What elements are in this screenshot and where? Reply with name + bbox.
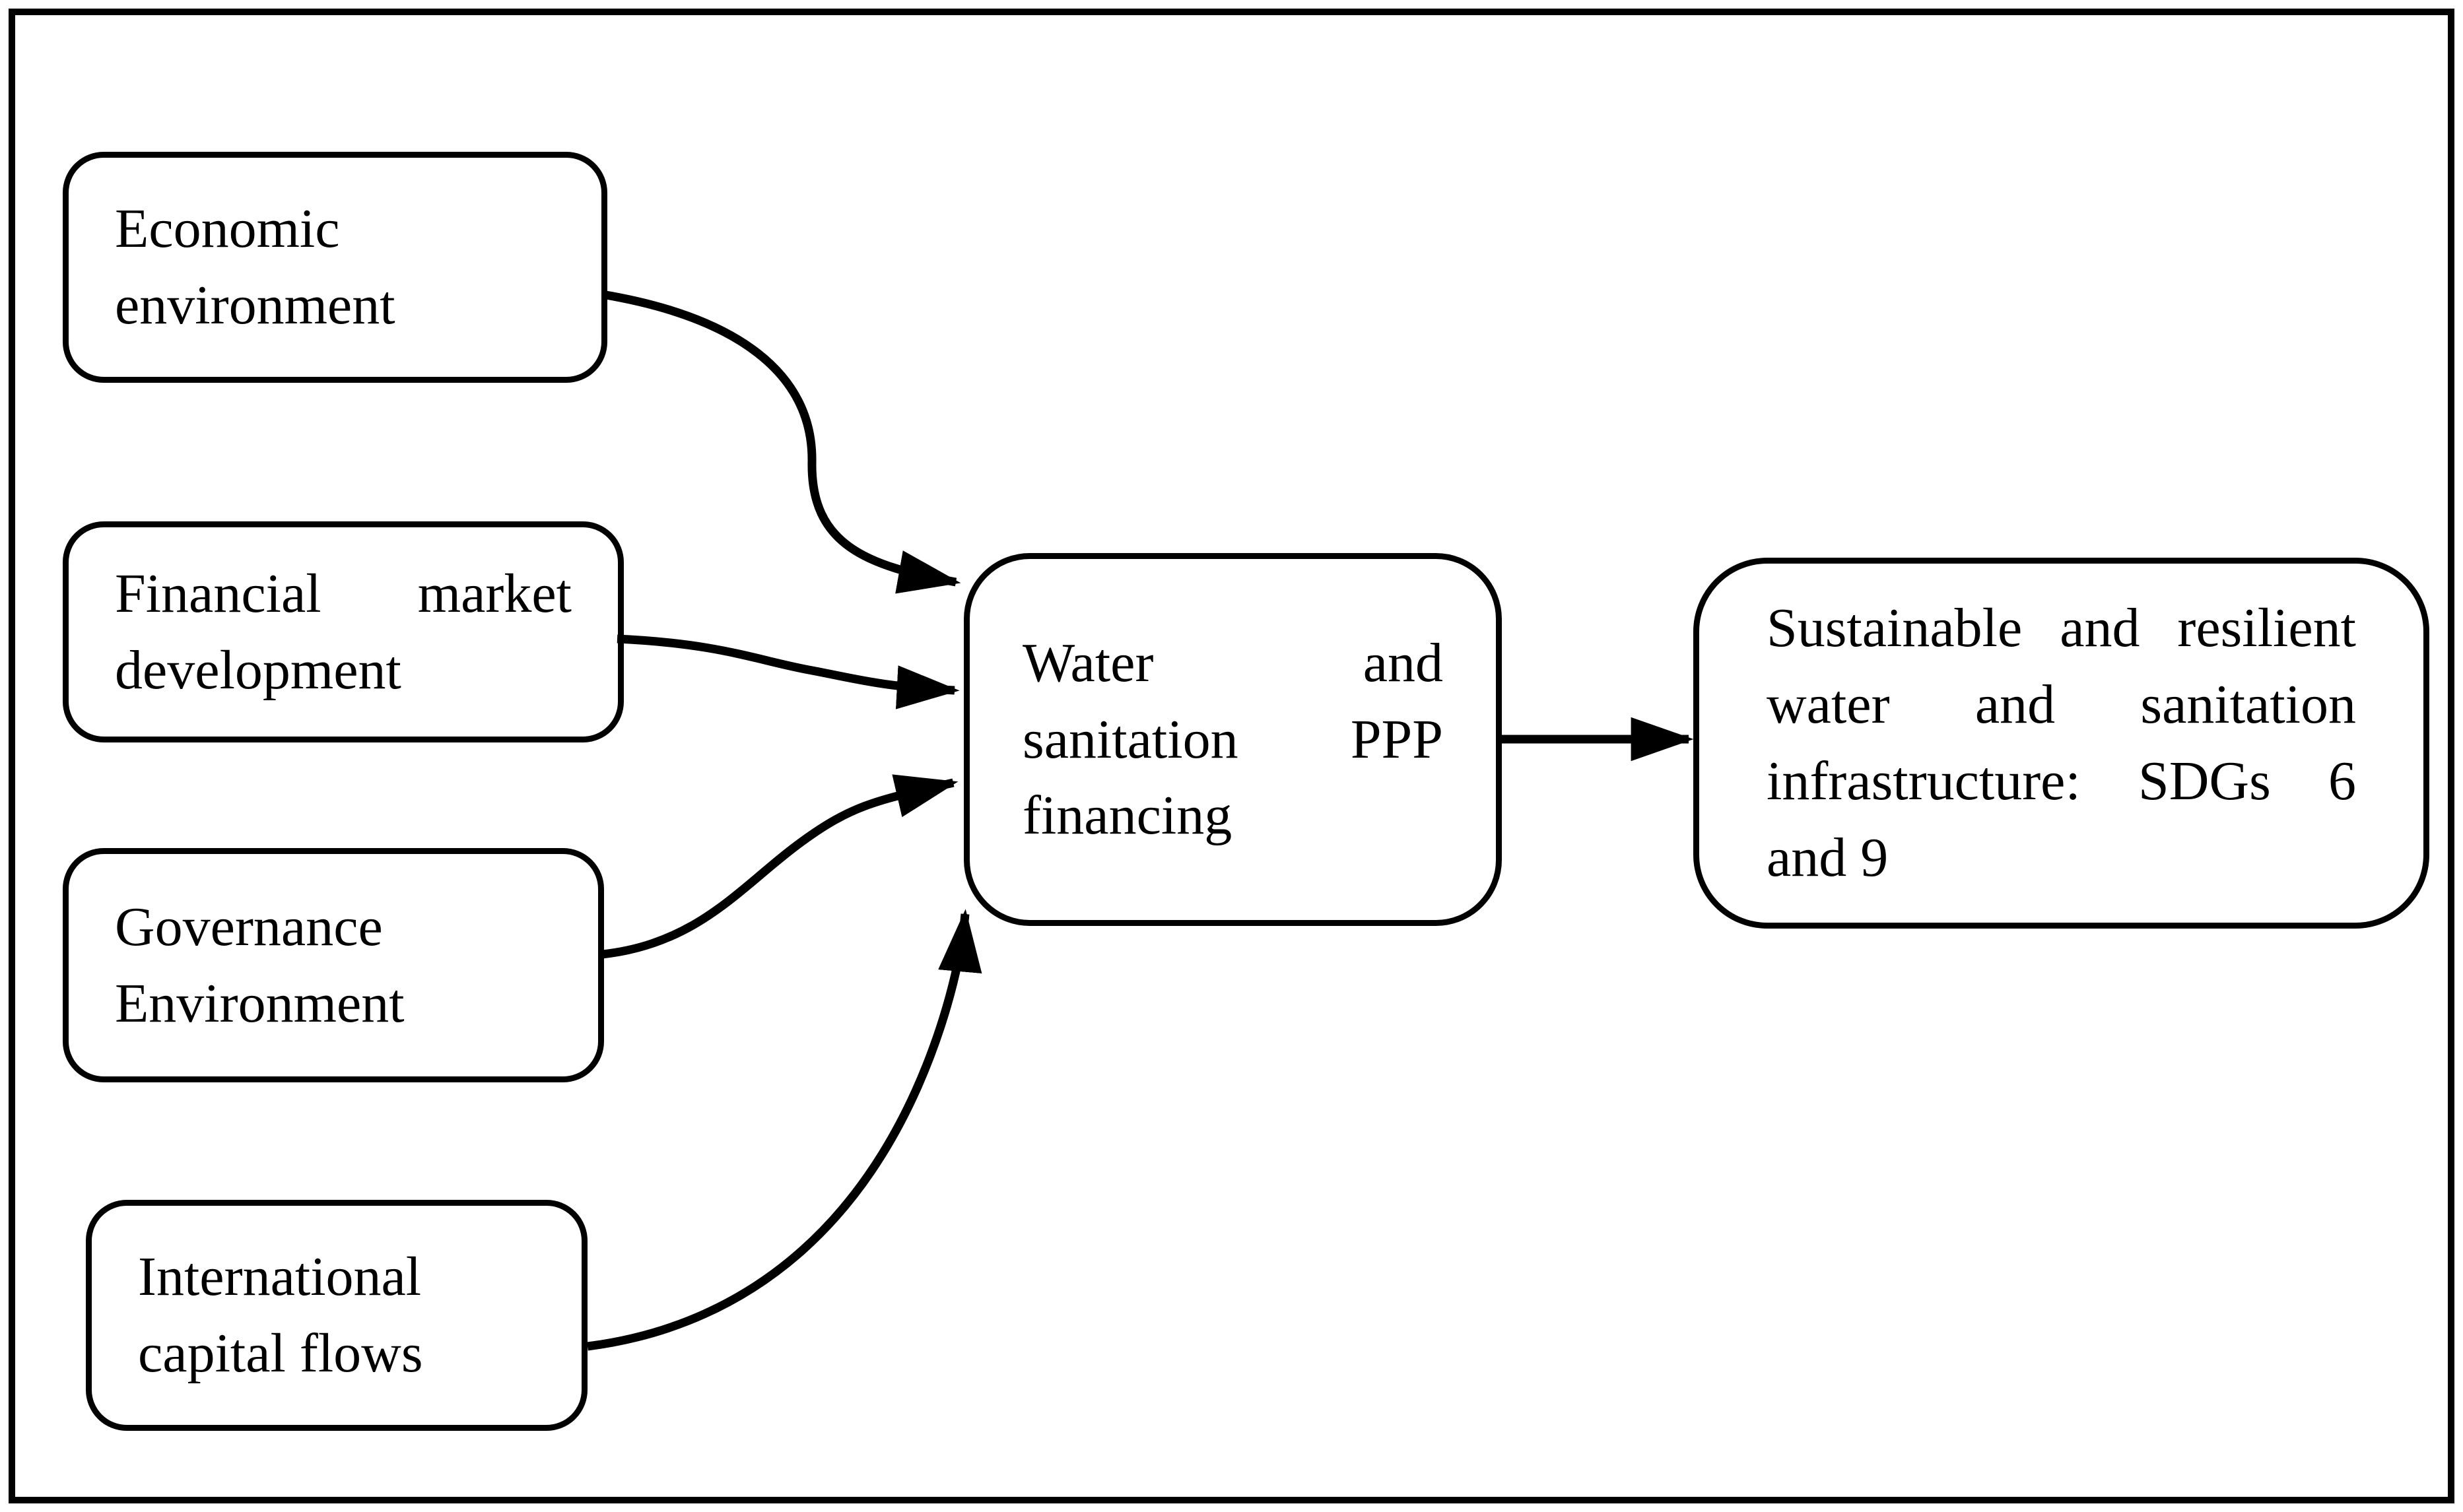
box-sustainable-infrastructure-sdgs-label: Sustainable and resilient water and sani…	[1767, 597, 2356, 888]
outer-border	[9, 9, 2454, 1503]
box-economic-environment-label: Economic environment	[115, 198, 395, 336]
box-international-capital-flows: International capital flows	[86, 1200, 588, 1431]
box-international-capital-flows-label: International capital flows	[138, 1246, 423, 1384]
box-financial-market-development-label: Financial market development	[115, 562, 572, 701]
box-water-sanitation-ppp-financing-label: Water and sanitation PPP financing	[1023, 632, 1443, 847]
box-water-sanitation-ppp-financing: Water and sanitation PPP financing	[964, 553, 1502, 926]
box-financial-market-development: Financial market development	[63, 521, 624, 742]
box-sustainable-infrastructure-sdgs: Sustainable and resilient water and sani…	[1693, 558, 2429, 929]
box-economic-environment: Economic environment	[63, 152, 607, 383]
box-governance-environment-label: Governance Environment	[115, 896, 405, 1034]
box-governance-environment: Governance Environment	[63, 848, 604, 1082]
